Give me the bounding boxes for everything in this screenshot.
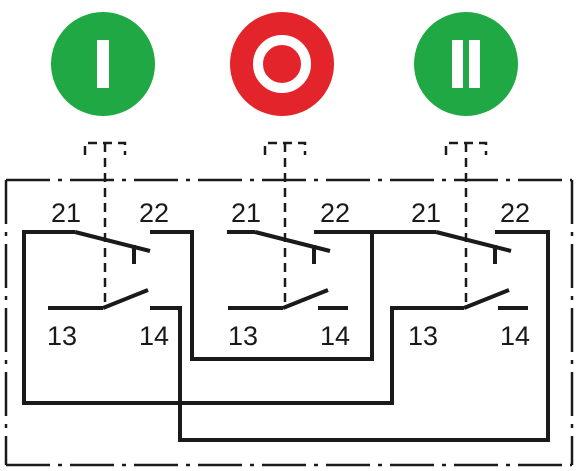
button-3-disc [414,12,518,116]
interconnect-wiring [22,230,550,442]
terminal-labels: 21 22 13 14 21 22 13 14 21 22 13 14 [47,198,530,351]
wire-nc3-to-no1 [178,230,550,442]
terminal-label-block1-no-left: 13 [47,321,77,351]
terminal-label-block3-nc-left: 21 [411,198,441,228]
terminal-label-block1-nc-left: 21 [51,198,81,228]
actuator-3 [444,141,488,305]
wire-nc1-to-nc3 [150,230,374,361]
terminal-label-block2-nc-left: 21 [231,198,261,228]
button-2-disc [230,12,334,116]
terminal-label-block2-no-right: 14 [320,321,350,351]
enclosure-outline [4,178,574,467]
no-contact-1-blade [102,288,149,310]
button-3-icon[interactable] [414,12,518,116]
actuator-1 [83,141,127,305]
terminal-label-block3-no-left: 13 [408,321,438,351]
terminal-label-block1-no-right: 14 [139,321,169,351]
actuator-2 [263,141,307,305]
terminal-label-block3-no-right: 14 [500,321,530,351]
no-contact-2-blade [282,288,329,310]
wire-nc1-to-no3 [22,230,394,405]
nc-contact-3-blade [435,230,512,253]
button-3-symbol-ii-right [469,40,480,88]
button-2-symbol-o [253,35,311,93]
contact-block-3 [372,230,528,310]
nc-contact-2-blade [254,230,331,253]
terminal-label-block2-no-left: 13 [228,321,258,351]
nc-contact-1-blade [74,230,151,253]
terminal-label-block3-nc-right: 22 [500,198,530,228]
contact-block-1 [24,230,180,310]
button-2-icon[interactable] [230,12,334,116]
no-contact-3-blade [463,288,510,310]
button-1-icon[interactable] [51,12,155,116]
button-1-symbol-i [97,40,109,88]
contact-block-2 [227,230,348,310]
terminal-label-block1-nc-right: 22 [139,198,169,228]
button-3-symbol-ii-left [452,40,463,88]
terminal-label-block2-nc-right: 22 [320,198,350,228]
